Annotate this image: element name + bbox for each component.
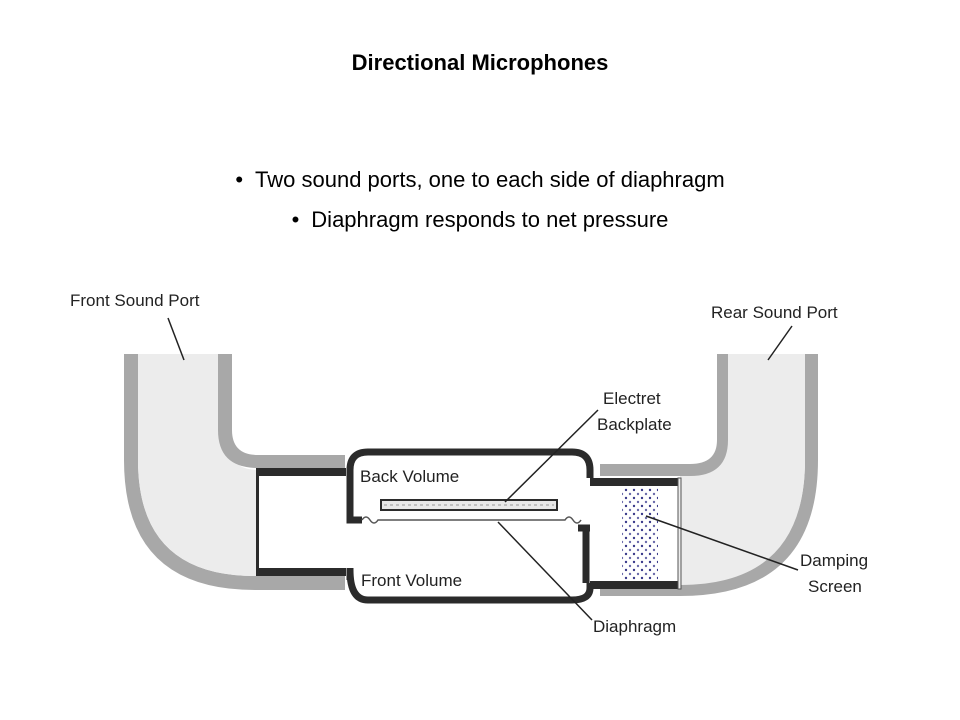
bullet-list: • Two sound ports, one to each side of di… <box>0 160 960 240</box>
diaphragm-label: Diaphragm <box>593 617 676 636</box>
front-sound-port-label: Front Sound Port <box>70 291 200 310</box>
electret-label-line1: Electret <box>603 389 661 408</box>
rear-sound-port-label: Rear Sound Port <box>711 303 838 322</box>
bullet-icon: • <box>291 207 300 232</box>
damping-leader <box>645 515 799 571</box>
diaphragm <box>361 516 582 524</box>
damping-label-line1: Damping <box>800 551 868 570</box>
slide-title: Directional Microphones <box>351 50 609 75</box>
front-port-leader <box>167 317 185 361</box>
bullet-text: Two sound ports, one to each side of dia… <box>255 167 725 192</box>
bullet-item: • Diaphragm responds to net pressure <box>0 200 960 240</box>
bullet-text: Diaphragm responds to net pressure <box>311 207 669 232</box>
bullet-item: • Two sound ports, one to each side of di… <box>0 160 960 200</box>
front-port-tube <box>124 354 346 590</box>
rear-port-tube <box>590 354 818 596</box>
bullet-icon: • <box>235 167 244 192</box>
rear-port-leader <box>767 325 793 361</box>
back-volume-label: Back Volume <box>360 467 459 486</box>
damping-screen <box>622 488 658 580</box>
damping-label-line2: Screen <box>808 577 862 596</box>
backplate-leader <box>504 409 599 503</box>
electret-label-line2: Backplate <box>597 415 672 434</box>
diaphragm-leader <box>497 521 593 621</box>
front-volume-label: Front Volume <box>361 571 462 590</box>
